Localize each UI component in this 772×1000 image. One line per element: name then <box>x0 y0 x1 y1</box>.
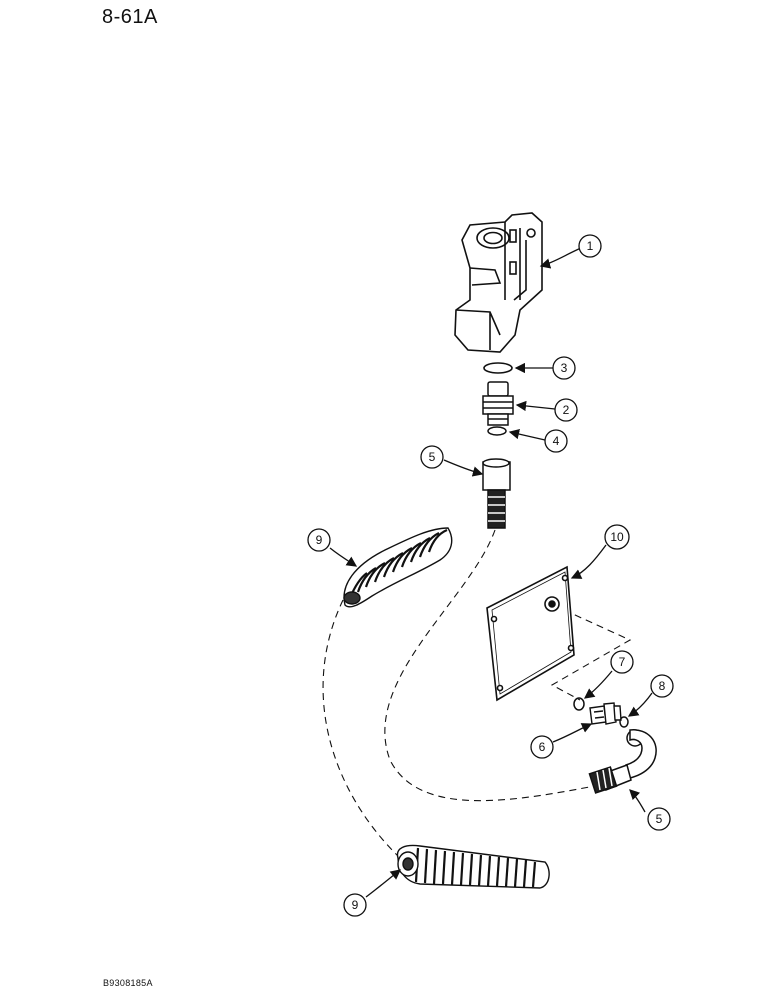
hose-sleeve-lower <box>396 844 550 889</box>
callout-1-label: 1 <box>587 239 594 253</box>
callout-4-label: 4 <box>553 434 560 448</box>
o-ring-lower <box>487 426 507 436</box>
callout-1: 1 <box>578 234 602 258</box>
adapter-fitting <box>482 381 514 426</box>
leader-4 <box>508 428 546 441</box>
callout-5-upper-label: 5 <box>429 450 436 464</box>
callout-8-label: 8 <box>659 679 666 693</box>
o-ring-elbow <box>619 716 629 728</box>
callout-9-upper: 9 <box>307 528 331 552</box>
hose-routing-lines <box>322 529 632 859</box>
leader-5b <box>629 789 646 813</box>
callout-5-lower: 5 <box>647 807 671 831</box>
leader-8 <box>627 692 653 717</box>
callout-3: 3 <box>552 356 576 380</box>
leader-9b <box>365 869 402 898</box>
callout-5-lower-label: 5 <box>656 812 663 826</box>
mounting-plate <box>486 565 575 702</box>
callout-9-lower: 9 <box>343 893 367 917</box>
leader-lines <box>329 247 653 898</box>
leader-9a <box>329 547 358 567</box>
drawing-id: B9308185A <box>103 978 153 988</box>
callout-7-label: 7 <box>619 655 626 669</box>
o-ring-upper <box>483 362 513 374</box>
hose-sleeve-upper <box>343 527 453 608</box>
leader-2 <box>515 400 556 412</box>
leader-1 <box>539 247 582 269</box>
plate-fitting <box>589 702 622 725</box>
leader-7 <box>583 670 613 699</box>
callout-6-label: 6 <box>539 740 546 754</box>
callout-10-label: 10 <box>610 530 624 544</box>
callout-7: 7 <box>610 650 634 674</box>
callout-2: 2 <box>554 398 578 422</box>
callout-6: 6 <box>530 735 554 759</box>
callout-8: 8 <box>650 674 674 698</box>
hose-end-upper <box>482 458 511 529</box>
o-ring-plate <box>573 697 585 711</box>
page-reference: 8-61A <box>102 6 158 28</box>
valve-body <box>454 212 543 353</box>
leader-10 <box>570 544 607 579</box>
leader-6 <box>552 723 593 743</box>
callout-4: 4 <box>544 429 568 453</box>
callout-9-upper-label: 9 <box>316 533 323 547</box>
hose-end-elbow <box>588 729 657 794</box>
callout-10: 10 <box>604 524 630 550</box>
callout-9-lower-label: 9 <box>352 898 359 912</box>
callout-2-label: 2 <box>563 403 570 417</box>
leader-5a <box>443 459 484 477</box>
callout-5-upper: 5 <box>420 445 444 469</box>
callout-3-label: 3 <box>561 361 568 375</box>
